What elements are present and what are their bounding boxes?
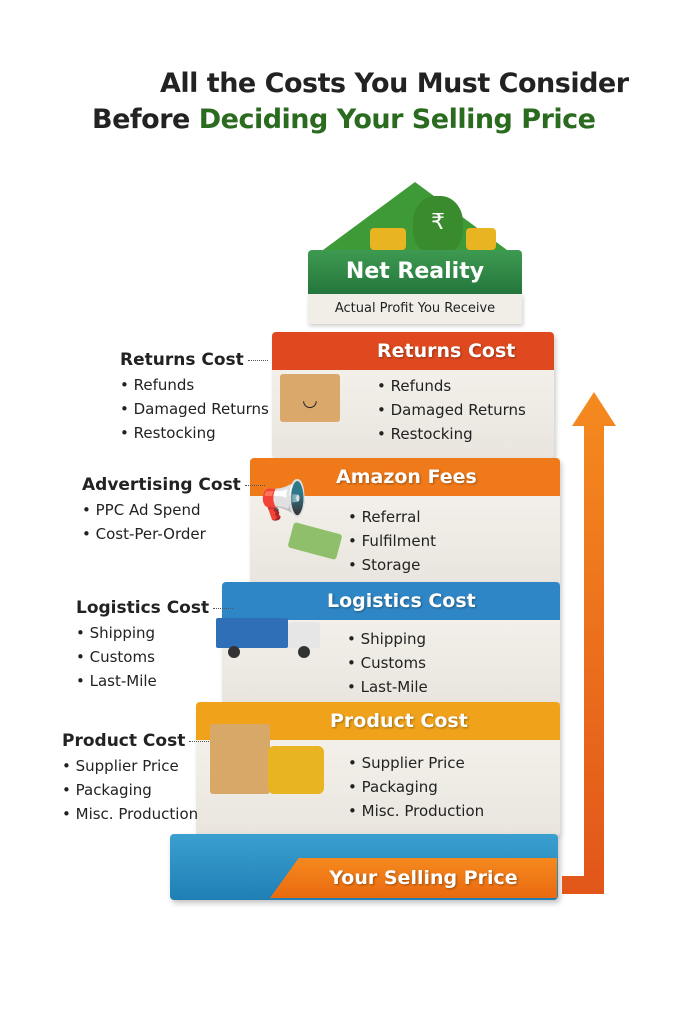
tier-band: Logistics Cost [222,582,560,620]
box-coins-icon [210,724,270,794]
tier-item: Customs [347,654,428,672]
title-line-1: All the Costs You Must Consider [160,68,629,99]
side-label-logistics: Logistics Cost ShippingCustomsLast-Mile [76,598,234,696]
side-item: Refunds [120,376,269,394]
tier-band: Returns Cost [272,332,554,370]
side-label-product: Product Cost Supplier PricePackagingMisc… [62,731,210,829]
side-item: Packaging [62,781,209,799]
tier-items: Supplier PricePackagingMisc. Production [348,754,485,826]
tier-item: Misc. Production [348,802,485,820]
title-line-2: Before Deciding Your Selling Price [92,104,683,135]
tier-logistics-cost: Logistics Cost ShippingCustomsLast-Mile [216,582,560,704]
side-label-title: Advertising Cost [82,475,265,495]
tier-items: ShippingCustomsLast-Mile [347,630,428,702]
side-item: Customs [76,648,233,666]
return-box-icon: ◡ [280,374,340,422]
side-item: Shipping [76,624,233,642]
tier-items: RefundsDamaged ReturnsRestocking [377,377,526,449]
net-reality-sub: Actual Profit You Receive [308,294,522,324]
up-arrow-icon [562,392,616,894]
tier-item: Fulfilment [348,532,436,550]
title-prefix: Before [92,104,190,135]
side-item: Damaged Returns [120,400,269,418]
net-reality-block: ₹ Net Reality Actual Profit You Receive [308,178,522,328]
cash-icon [287,521,343,561]
side-item: Restocking [120,424,269,442]
side-item: Supplier Price [62,757,209,775]
tier-items: ReferralFulfilmentStorage [348,508,436,580]
side-label-title: Product Cost [62,731,210,751]
tier-product-cost: Product Cost Supplier PricePackagingMisc… [196,702,560,836]
tier-returns-cost: Returns Cost RefundsDamaged ReturnsResto… [272,332,554,458]
net-reality-label: Net Reality [308,250,522,294]
tier-amazon-fees: Amazon Fees ReferralFulfilmentStorage 📢 [250,458,560,584]
tier-band: Amazon Fees [250,458,560,496]
side-item: Last-Mile [76,672,233,690]
tier-item: Storage [348,556,436,574]
tier-item: Last-Mile [347,678,428,696]
coins-icon-right [466,228,496,250]
tier-item: Restocking [377,425,526,443]
rupee-money-bag-icon: ₹ [413,196,463,254]
side-label-title: Logistics Cost [76,598,234,618]
coins-icon [370,228,406,250]
tier-item: Referral [348,508,436,526]
tier-item: Shipping [347,630,428,648]
side-item: Cost-Per-Order [82,525,265,543]
title-highlight: Deciding Your Selling Price [198,104,596,135]
tier-item: Packaging [348,778,484,796]
megaphone-icon: 📢 [260,478,308,522]
side-label-title: Returns Cost [120,350,269,370]
tier-item: Damaged Returns [377,401,526,419]
selling-price-label: Your Selling Price [270,858,557,898]
side-label-returns: Returns Cost RefundsDamaged ReturnsResto… [120,350,269,448]
tier-item: Refunds [377,377,526,395]
side-label-advertising: Advertising Cost PPC Ad SpendCost-Per-Or… [82,475,265,549]
side-item: PPC Ad Spend [82,501,265,519]
tier-item: Supplier Price [348,754,484,772]
side-item: Misc. Production [62,805,209,823]
coins-icon [268,746,324,794]
